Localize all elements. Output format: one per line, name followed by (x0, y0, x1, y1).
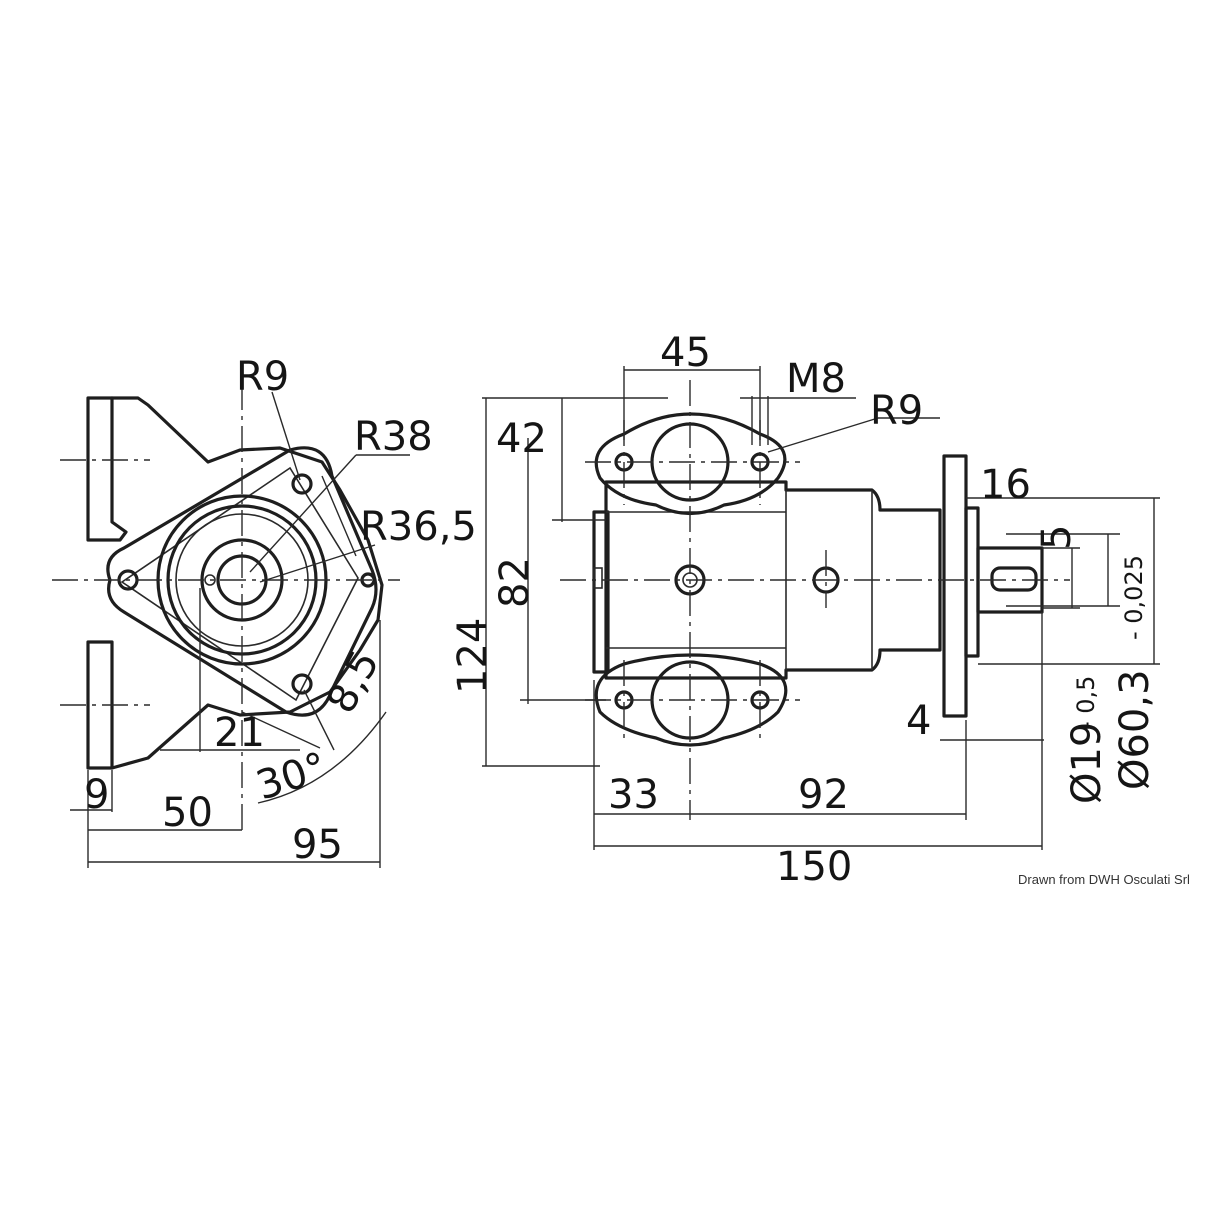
bolt-hole-bottom (291, 673, 313, 695)
label-50: 50 (162, 790, 213, 836)
label-45: 45 (660, 330, 711, 376)
label-shaft-diameter: Ø19 (1064, 722, 1110, 804)
label-r36-5: R36,5 (360, 504, 477, 550)
label-92: 92 (798, 772, 849, 818)
label-33: 33 (608, 772, 659, 818)
label-8-5: 8,5 (318, 643, 388, 721)
mounting-flange (942, 454, 968, 718)
label-124: 124 (450, 618, 496, 694)
label-16: 16 (980, 462, 1031, 508)
credit-text: Drawn from DWH Osculati Srl (1018, 872, 1190, 887)
label-m8: M8 (786, 356, 846, 402)
label-r9-side: R9 (870, 388, 923, 434)
front-view: R9 R38 R36,5 8,5 21 30° 9 50 95 (52, 354, 477, 868)
label-82: 82 (492, 557, 538, 608)
top-port-flange (594, 412, 787, 515)
label-r9-front: R9 (236, 354, 289, 400)
label-42: 42 (496, 416, 547, 462)
bolt-hole-top (291, 473, 313, 495)
label-150: 150 (776, 844, 852, 890)
label-9: 9 (84, 772, 109, 818)
label-r38: R38 (354, 414, 433, 460)
side-view: 45 M8 R9 42 16 5 82 124 4 33 92 150 Ø19 … (450, 330, 1160, 890)
label-95: 95 (292, 822, 343, 868)
label-shaft-tolerance: - 0,5 (1072, 676, 1100, 730)
label-5: 5 (1034, 525, 1080, 550)
upper-port-flange (86, 396, 128, 542)
mounting-plate (106, 446, 378, 717)
label-flange-tolerance: - 0,025 (1120, 555, 1148, 640)
shaft-key (990, 566, 1038, 592)
bottom-port-flange (594, 653, 788, 747)
label-21: 21 (214, 710, 265, 756)
back-plate (592, 510, 610, 674)
label-flange-diameter: Ø60,3 (1112, 669, 1158, 790)
housing-outline (110, 396, 384, 770)
label-4: 4 (906, 698, 931, 744)
